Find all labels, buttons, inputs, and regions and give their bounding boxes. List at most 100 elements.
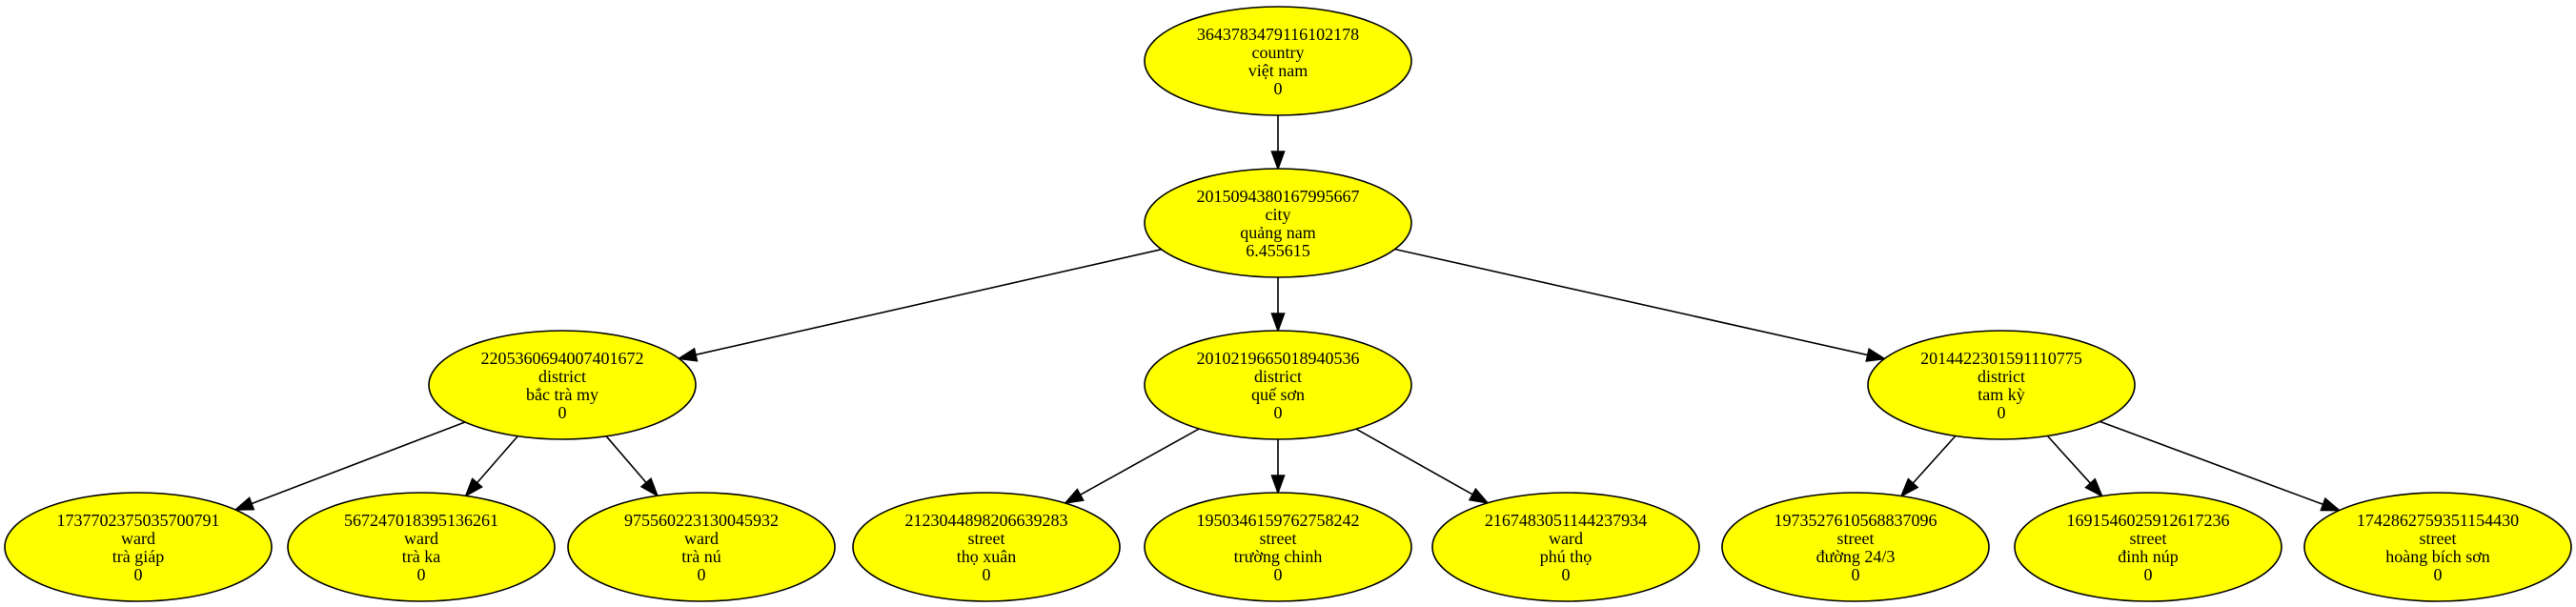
edge-6 bbox=[605, 435, 659, 497]
node-type-label: street bbox=[1260, 529, 1297, 548]
edge-1 bbox=[677, 248, 1162, 362]
node-id-label: 2010219665018940536 bbox=[1197, 349, 1360, 368]
edge-4 bbox=[233, 421, 466, 511]
node-value-label: 0 bbox=[1274, 403, 1283, 422]
node-ellipse bbox=[1721, 492, 1990, 602]
node-id-label: 1737702375035700791 bbox=[57, 511, 220, 530]
node-id-label: 2205360694007401672 bbox=[481, 349, 644, 368]
node-type-label: city bbox=[1266, 205, 1291, 224]
node-id-label: 975560223130045932 bbox=[624, 511, 779, 530]
edge-line bbox=[605, 435, 647, 484]
edge-2 bbox=[1270, 277, 1286, 334]
edge-11 bbox=[2046, 435, 2104, 498]
edge-7 bbox=[1063, 428, 1200, 505]
node-name-label: việt nam bbox=[1248, 61, 1308, 80]
edge-10 bbox=[1899, 435, 1957, 498]
node-ellipse bbox=[1144, 168, 1412, 278]
node-id-label: 2015094380167995667 bbox=[1197, 187, 1360, 206]
arrowhead-icon bbox=[464, 477, 483, 498]
edge-line bbox=[2046, 435, 2092, 484]
node-value-label: 0 bbox=[1998, 403, 2006, 422]
edge-8 bbox=[1270, 439, 1286, 496]
arrowhead-icon bbox=[1270, 313, 1286, 334]
node-type-label: country bbox=[1252, 43, 1305, 62]
node-value-label: 0 bbox=[1562, 565, 1571, 584]
node-value-label: 0 bbox=[2434, 565, 2443, 584]
node-name-label: quế sơn bbox=[1251, 385, 1305, 404]
edge-line bbox=[1912, 435, 1957, 484]
node-name-label: tam kỳ bbox=[1978, 385, 2025, 404]
arrowhead-icon bbox=[1270, 151, 1286, 172]
node-value-label: 6.455615 bbox=[1246, 241, 1310, 260]
node-type-label: district bbox=[1978, 367, 2025, 386]
node-id-label: 3643783479116102178 bbox=[1197, 25, 1359, 44]
node-name-label: trường chinh bbox=[1234, 547, 1323, 566]
node-ellipse bbox=[1867, 330, 2136, 440]
node-id-label: 2167483051144237934 bbox=[1485, 511, 1647, 530]
node-id-label: 1691546025912617236 bbox=[2067, 511, 2230, 530]
node-ellipse bbox=[4, 492, 273, 602]
node-ellipse bbox=[2303, 492, 2572, 602]
arrowhead-icon bbox=[1270, 475, 1286, 496]
edge-line bbox=[251, 421, 466, 505]
edge-line bbox=[2099, 420, 2323, 506]
node-value-label: 0 bbox=[417, 565, 426, 584]
node-name-label: đường 24/3 bbox=[1816, 547, 1896, 566]
node-ellipse bbox=[287, 492, 556, 602]
arrowhead-icon bbox=[677, 347, 699, 362]
node-name-label: phú thọ bbox=[1540, 547, 1592, 566]
edge-0 bbox=[1270, 115, 1286, 172]
edge-line bbox=[476, 435, 518, 484]
node-ellipse bbox=[1144, 330, 1412, 440]
arrowhead-icon bbox=[1899, 477, 1919, 498]
node-ellipse bbox=[2014, 492, 2282, 602]
node-ellipse bbox=[428, 330, 697, 440]
node-value-label: 0 bbox=[1274, 565, 1283, 584]
node-value-label: 0 bbox=[558, 403, 567, 422]
arrowhead-icon bbox=[2084, 477, 2104, 498]
node-name-label: bắc trà my bbox=[526, 385, 598, 404]
node-value-label: 0 bbox=[698, 565, 706, 584]
node-type-label: street bbox=[2420, 529, 2457, 548]
edge-line bbox=[1355, 428, 1473, 496]
node-ellipse bbox=[567, 492, 836, 602]
node-ellipse bbox=[1144, 492, 1412, 602]
edge-line bbox=[695, 248, 1162, 356]
arrowhead-icon bbox=[233, 496, 255, 511]
edge-3 bbox=[1394, 248, 1887, 362]
edge-line bbox=[1394, 248, 1868, 356]
edge-12 bbox=[2099, 420, 2342, 512]
node-name-label: quảng nam bbox=[1240, 223, 1315, 242]
node-type-label: street bbox=[968, 529, 1005, 548]
node-value-label: 0 bbox=[2144, 565, 2153, 584]
arrowhead-icon bbox=[1063, 488, 1085, 505]
node-value-label: 0 bbox=[1852, 565, 1860, 584]
node-id-label: 2123044898206639283 bbox=[905, 511, 1068, 530]
node-type-label: district bbox=[1254, 367, 1302, 386]
edge-9 bbox=[1355, 428, 1491, 504]
node-id-label: 1950346159762758242 bbox=[1197, 511, 1360, 530]
edges-layer bbox=[233, 115, 2342, 512]
node-ellipse bbox=[852, 492, 1121, 602]
node-ellipse bbox=[1431, 492, 1700, 602]
node-name-label: thọ xuân bbox=[957, 547, 1017, 566]
node-type-label: ward bbox=[121, 529, 155, 548]
node-id-label: 1973527610568837096 bbox=[1775, 511, 1937, 530]
node-type-label: ward bbox=[1549, 529, 1583, 548]
node-type-label: ward bbox=[684, 529, 719, 548]
node-id-label: 567247018395136261 bbox=[344, 511, 498, 530]
node-name-label: trà nú bbox=[681, 547, 720, 566]
